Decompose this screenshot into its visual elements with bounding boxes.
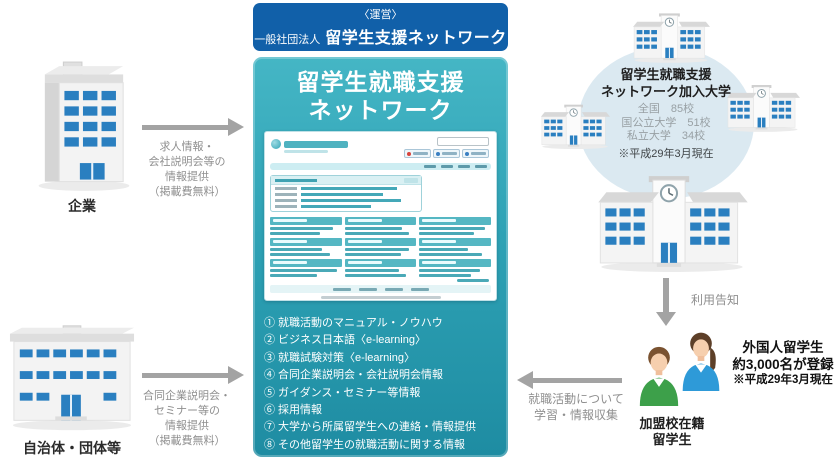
university-building-top-icon bbox=[632, 12, 711, 64]
arrow-municipality-to-network-icon bbox=[142, 373, 228, 378]
network-box-title-line2: ネットワーク bbox=[308, 97, 453, 123]
registered-line2: 約3,000名が登録 bbox=[732, 356, 834, 372]
stat-national-public: 国公立大学 51校 bbox=[621, 116, 711, 129]
website-header-button bbox=[404, 149, 431, 158]
service-item: ② ビジネス日本語〈e-learning〉 bbox=[264, 334, 426, 347]
municipality-arrow-caption: 合同企業説明会・ セミナー等の 情報提供 （掲載費無料） bbox=[143, 390, 231, 447]
municipality-building-icon bbox=[9, 325, 135, 431]
website-header-buttons bbox=[404, 149, 489, 158]
universities-note: ※平成29年3月現在 bbox=[618, 148, 714, 160]
operator-banner: 〈運営〉 一般社団法人 留学生支援ネットワーク bbox=[253, 3, 508, 51]
arrow-students-to-network-head-icon bbox=[517, 371, 533, 389]
website-category-grid bbox=[270, 217, 492, 277]
stat-private: 私立大学 34校 bbox=[626, 130, 706, 142]
arrow-students-to-network-icon bbox=[532, 378, 622, 383]
female-student-icon bbox=[682, 332, 720, 391]
registered-note: ※平成29年3月現在 bbox=[733, 374, 833, 386]
company-arrow-caption: 求人情報・ 会社説明会等の 情報提供 （掲載費無料） bbox=[148, 141, 226, 198]
company-building-icon bbox=[38, 61, 130, 191]
arrow-university-to-students-head-icon bbox=[656, 312, 676, 326]
website-header-button bbox=[462, 149, 489, 158]
website-copyright bbox=[321, 296, 441, 299]
service-item: ⑧ その他留学生の就職活動に関する情報 bbox=[264, 438, 466, 451]
universities-circle bbox=[578, 47, 754, 199]
municipality-label: 自治体・団体等 bbox=[23, 440, 121, 456]
service-item: ③ 就職試験対策〈e-learning〉 bbox=[264, 351, 415, 364]
male-student-icon bbox=[639, 346, 679, 406]
arrow-company-head-icon bbox=[228, 118, 244, 136]
arrow-company-to-network-icon bbox=[142, 125, 228, 130]
website-logo-subtext bbox=[284, 150, 328, 153]
company-label: 企業 bbox=[68, 198, 96, 214]
universities-stats: 全国 85校 国公立大学 51校 私立大学 34校 bbox=[566, 103, 766, 144]
arrow-university-to-students-icon bbox=[663, 278, 669, 314]
operator-org-prefix: 一般社団法人 bbox=[254, 34, 321, 46]
service-item: ⑦ 大学から所属留学生への連絡・情報提供 bbox=[264, 421, 477, 434]
website-more-link bbox=[457, 279, 489, 282]
arrow-municipality-head-icon bbox=[228, 366, 244, 384]
study-arrow-caption: 就職活動について 学習・情報収集 bbox=[528, 392, 624, 422]
services-list: ① 就職活動のマニュアル・ノウハウ ② ビジネス日本語〈e-learning〉 … bbox=[264, 315, 504, 454]
service-item: ④ 合同企業説明会・会社説明会情報 bbox=[264, 369, 444, 382]
students-label: 加盟校在籍 留学生 bbox=[639, 416, 705, 447]
service-item: ① 就職活動のマニュアル・ノウハウ bbox=[264, 317, 443, 329]
university-building-main-icon bbox=[597, 175, 749, 274]
universities-title: 留学生就職支援 ネットワーク加入大学 bbox=[600, 67, 731, 99]
notice-arrow-label: 利用告知 bbox=[691, 293, 740, 307]
service-item: ⑤ ガイダンス・セミナー等情報 bbox=[264, 386, 421, 399]
operator-banner-line1: 〈運営〉 bbox=[358, 9, 403, 21]
operator-org-name: 留学生支援ネットワーク bbox=[325, 30, 507, 47]
website-news-panel bbox=[270, 175, 422, 212]
registered-line1: 外国人留学生 bbox=[742, 340, 824, 355]
registered-students-text: 外国人留学生 約3,000名が登録 ※平成29年3月現在 bbox=[728, 340, 838, 388]
network-box-title: 留学生就職支援 ネットワーク bbox=[253, 68, 508, 124]
website-header-button bbox=[433, 149, 460, 158]
service-item: ⑥ 採用情報 bbox=[264, 404, 323, 417]
website-footer-nav bbox=[270, 285, 491, 293]
stat-total: 全国 85校 bbox=[637, 103, 695, 115]
website-header bbox=[270, 136, 491, 160]
network-box-title-line1: 留学生就職支援 bbox=[296, 69, 465, 95]
website-search-input bbox=[437, 137, 489, 146]
website-screenshot bbox=[264, 131, 497, 301]
website-logo-text bbox=[284, 141, 348, 148]
website-logo-globe-icon bbox=[271, 139, 281, 149]
network-box: 留学生就職支援 ネットワーク bbox=[253, 57, 508, 457]
website-nav-bar bbox=[270, 163, 491, 170]
